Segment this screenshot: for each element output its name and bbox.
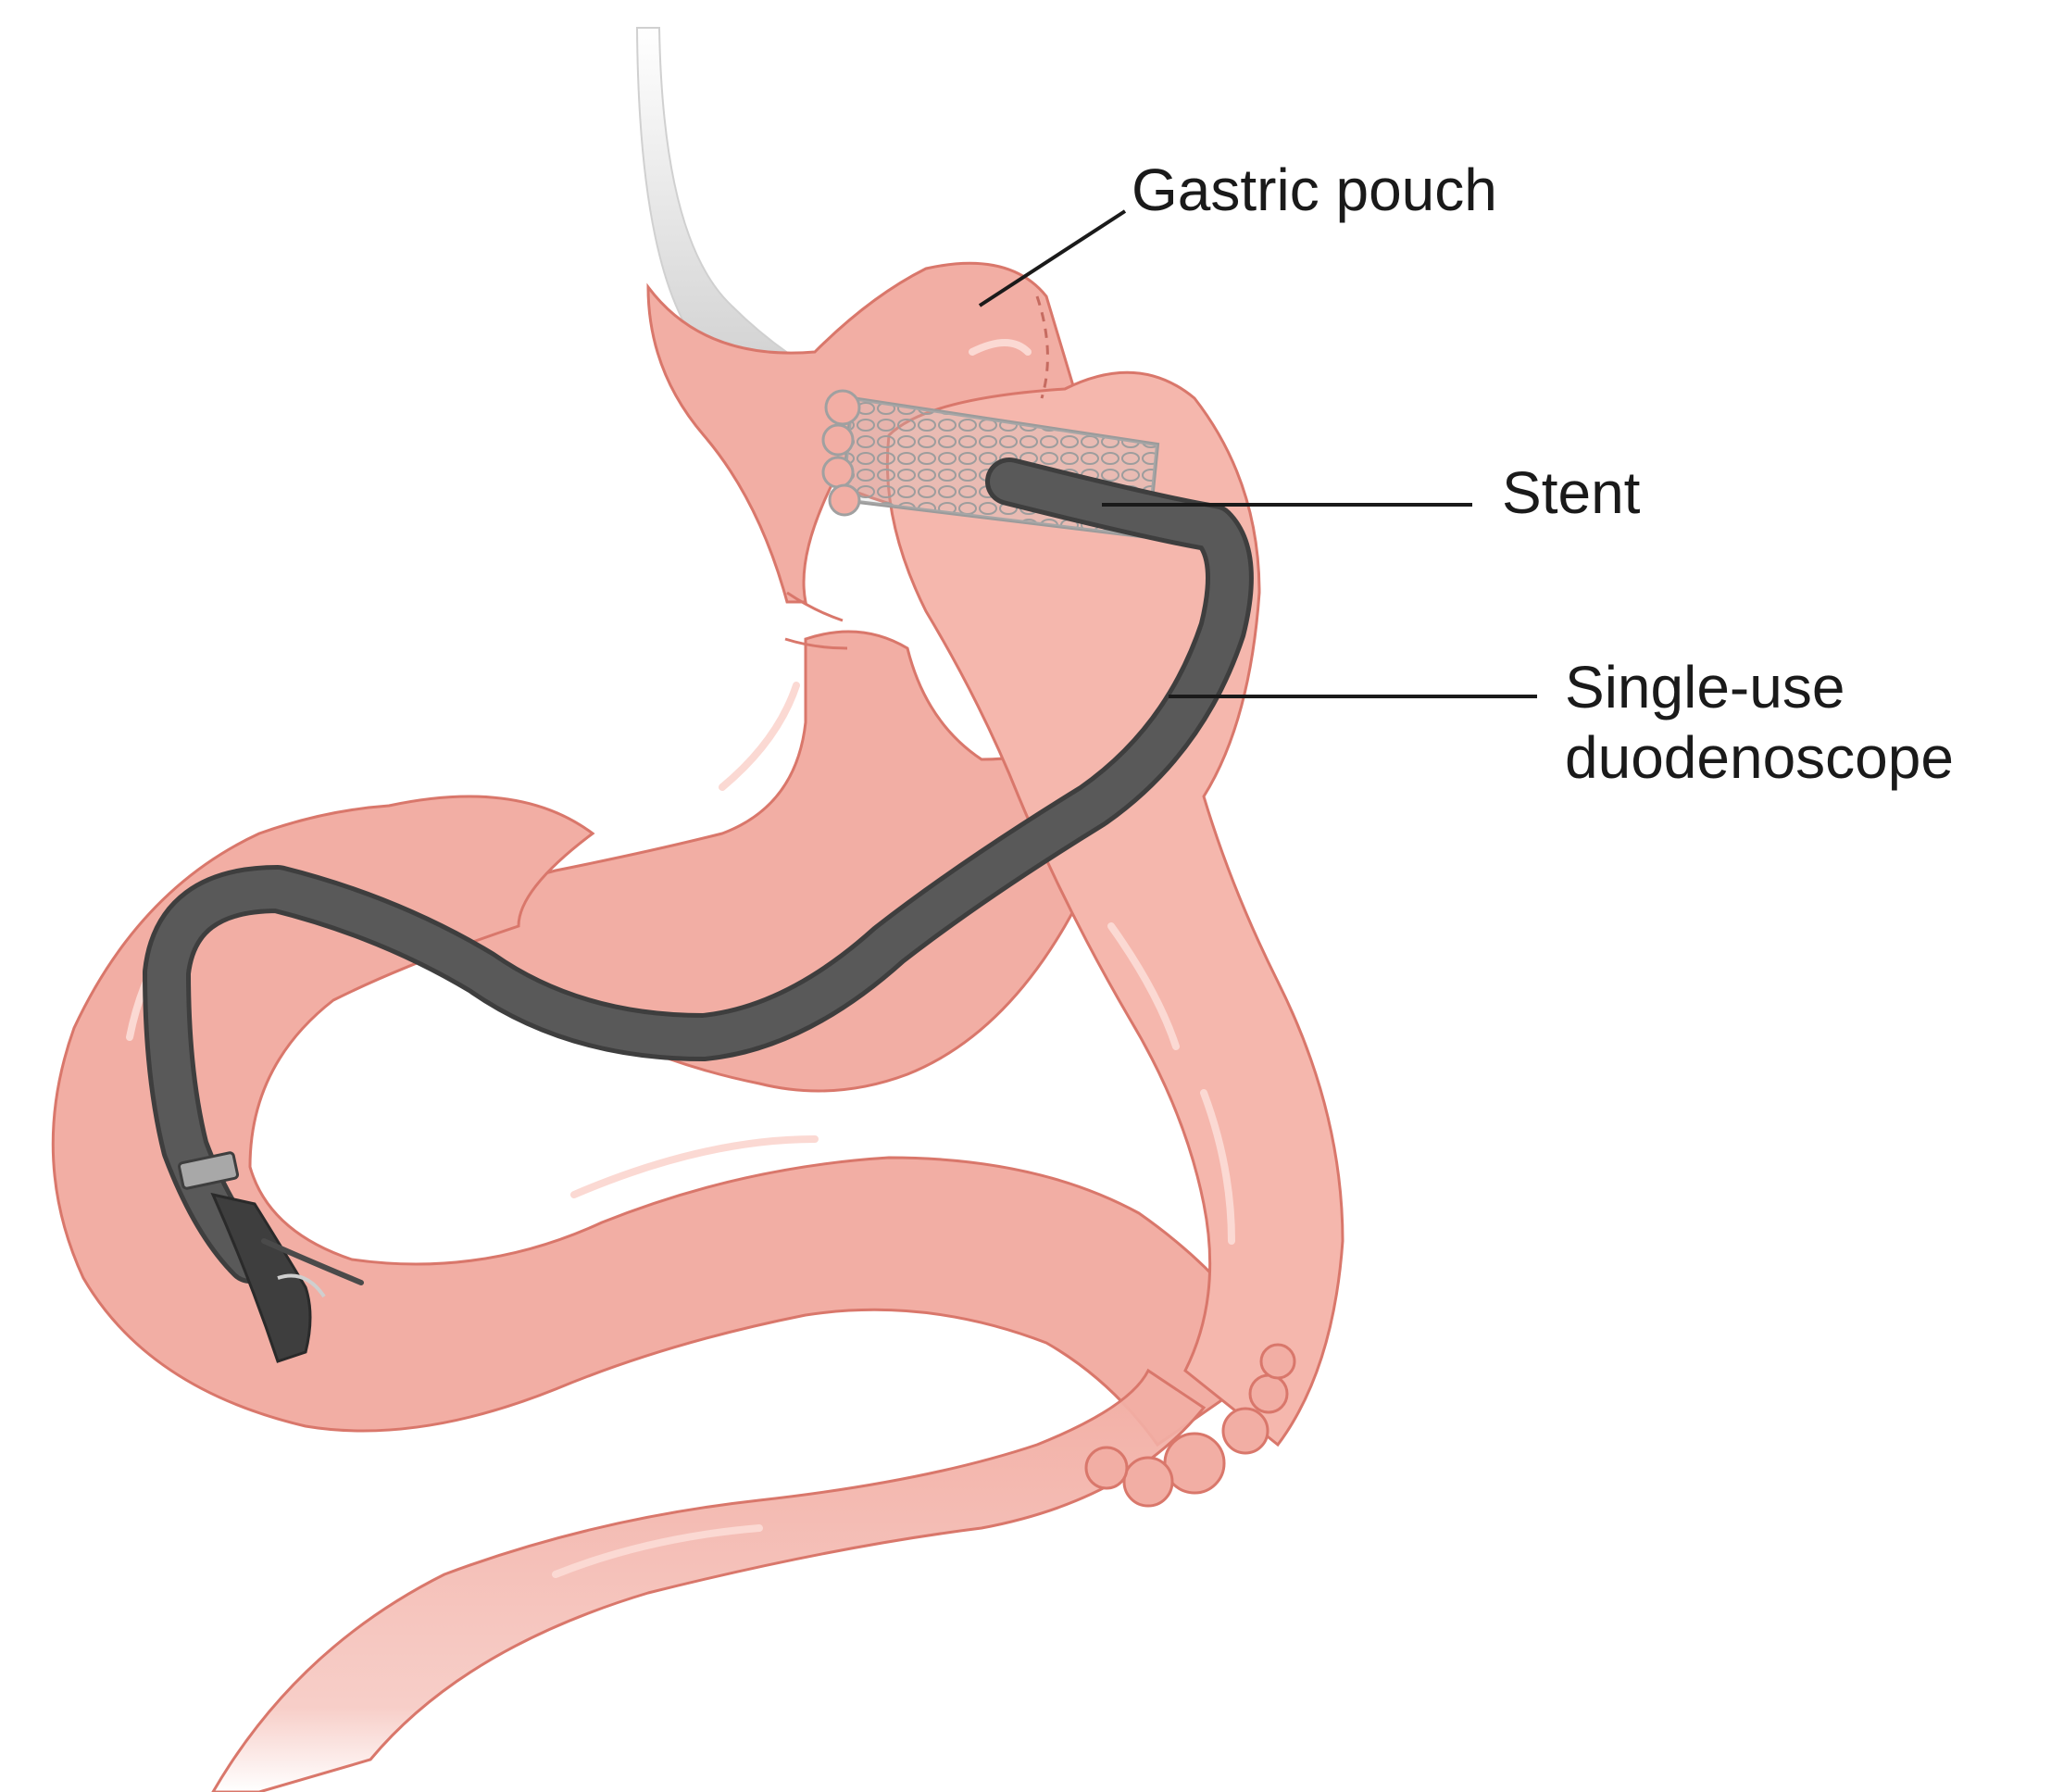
label-stent: Stent: [1502, 458, 1640, 529]
label-duodenoscope-line2: duodenoscope: [1565, 723, 1954, 794]
leader-line-gastric-pouch: [980, 211, 1125, 306]
label-single-use-duodenoscope: Single-use duodenoscope: [1565, 653, 1954, 793]
label-duodenoscope-line1: Single-use: [1565, 653, 1954, 723]
label-gastric-pouch: Gastric pouch: [1132, 156, 1497, 226]
common-channel: [213, 1371, 1204, 1792]
